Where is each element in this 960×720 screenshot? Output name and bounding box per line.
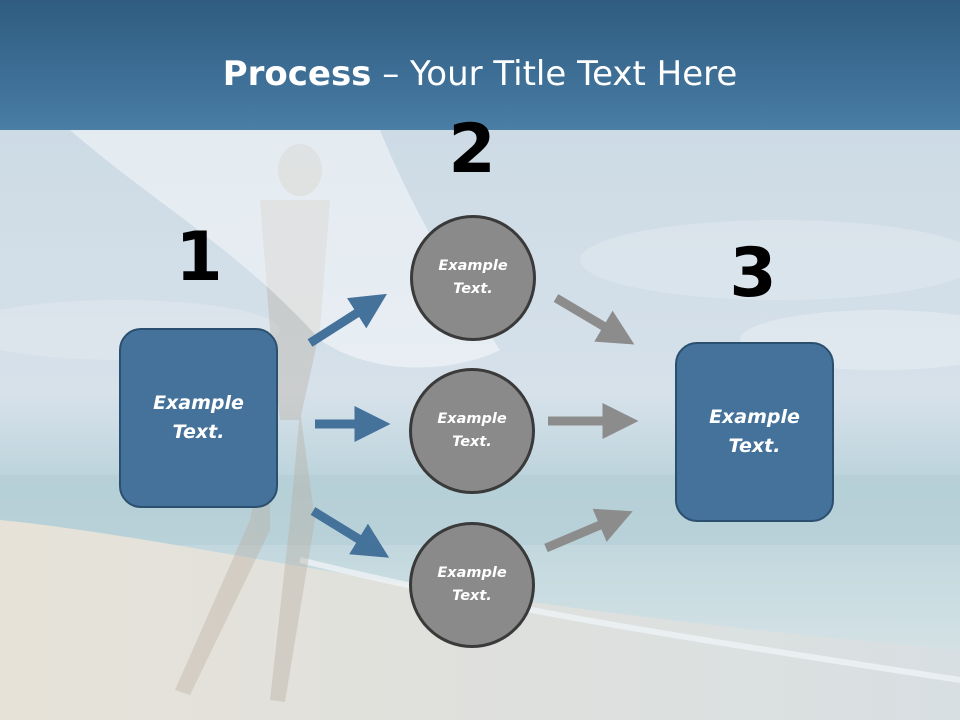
arrow-2-to-3-bottom <box>544 508 633 553</box>
step-1-text-line2: Text. <box>172 421 225 443</box>
step-number-3: 3 <box>729 234 777 313</box>
title-text: – Your Title Text Here <box>371 54 738 94</box>
circle-middle-line2: Text. <box>452 434 492 450</box>
step-number-2: 2 <box>448 110 496 189</box>
circle-middle-line1: Example <box>437 411 507 427</box>
step-2-circle-bottom: Example Text. <box>409 522 535 648</box>
step-1-box: Example Text. <box>119 328 278 508</box>
step-2-circle-top: Example Text. <box>410 215 536 341</box>
title-bold: Process <box>222 54 372 94</box>
step-1-text-line1: Example <box>153 392 244 414</box>
circle-top-line2: Text. <box>453 281 493 297</box>
arrow-1-to-2-bottom <box>310 507 390 558</box>
circle-top-line1: Example <box>438 258 508 274</box>
slide-title: Process – Your Title Text Here <box>0 52 960 96</box>
arrow-2-to-3-top <box>553 294 635 345</box>
circle-bottom-line2: Text. <box>452 588 492 604</box>
circle-bottom-line1: Example <box>437 565 507 581</box>
step-number-1: 1 <box>175 218 223 297</box>
step-3-text-line1: Example <box>709 406 800 428</box>
step-3-box: Example Text. <box>675 342 834 522</box>
title-bar <box>0 0 960 130</box>
arrow-1-to-2-top <box>307 293 387 347</box>
step-2-circle-middle: Example Text. <box>409 368 535 494</box>
step-3-text-line2: Text. <box>728 435 781 457</box>
